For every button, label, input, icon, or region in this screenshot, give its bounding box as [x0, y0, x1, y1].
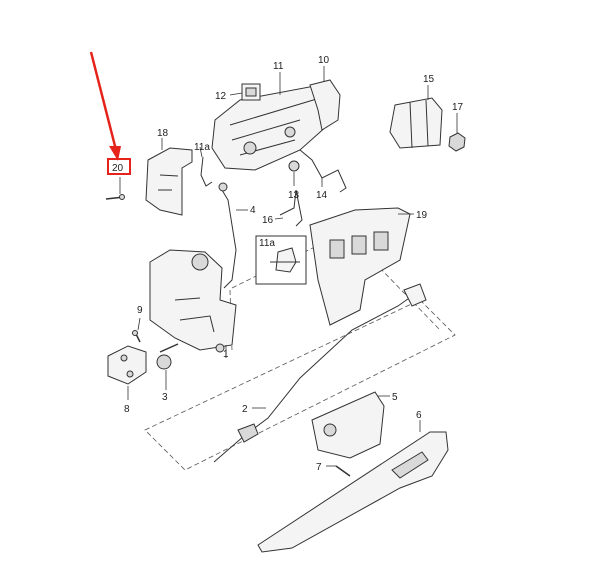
part-11-handle	[211, 72, 331, 171]
part-20-screw	[105, 177, 125, 200]
callout-19: 19	[416, 210, 428, 221]
part-1-lock-body	[149, 249, 237, 358]
callout-4: 4	[250, 205, 256, 216]
callout-18: 18	[157, 128, 169, 139]
callout-12: 12	[215, 91, 227, 102]
highlight-box-20	[107, 158, 131, 175]
callout-17: 17	[452, 102, 464, 113]
callout-9: 9	[137, 305, 143, 316]
callout-13: 13	[288, 190, 300, 201]
callout-10: 10	[318, 55, 330, 66]
part-6-inner-handle-trim	[257, 420, 449, 553]
part-19-panel	[309, 207, 414, 326]
callout-2: 2	[242, 404, 248, 415]
callout-7: 7	[316, 462, 322, 473]
callout-11: 11	[273, 61, 284, 72]
callout-3: 3	[162, 392, 168, 403]
part-5-bracket	[311, 391, 390, 459]
part-12-clip	[229, 83, 261, 101]
callout-113a: 11a	[194, 142, 210, 153]
part-15-lock-cylinder	[389, 85, 443, 149]
part-2-cable	[213, 283, 427, 463]
part-16-rod	[274, 189, 303, 227]
callout-16: 16	[262, 215, 274, 226]
callout-1: 1	[223, 349, 229, 360]
callout-11a: 11a	[259, 238, 275, 249]
part-17-nut	[448, 113, 466, 152]
callout-5: 5	[392, 392, 398, 403]
detail-box-11a	[255, 235, 307, 285]
part-9-screw	[132, 317, 141, 343]
callout-15: 15	[423, 74, 435, 85]
callout-6: 6	[416, 410, 422, 421]
part-18-bracket	[145, 138, 193, 216]
part-4-rod	[218, 182, 248, 289]
part-3-bolt	[156, 343, 179, 390]
highlight-arrow	[89, 51, 121, 161]
callout-20: 20	[112, 163, 124, 174]
callout-14: 14	[316, 190, 328, 201]
part-7-screw	[326, 465, 351, 477]
part-113a-rod	[199, 146, 213, 187]
callout-8: 8	[124, 404, 130, 415]
part-8-striker-plate	[107, 345, 147, 400]
part-14-rod	[299, 149, 347, 193]
part-10-end-cap	[309, 66, 341, 131]
part-13-bushing	[288, 160, 300, 186]
